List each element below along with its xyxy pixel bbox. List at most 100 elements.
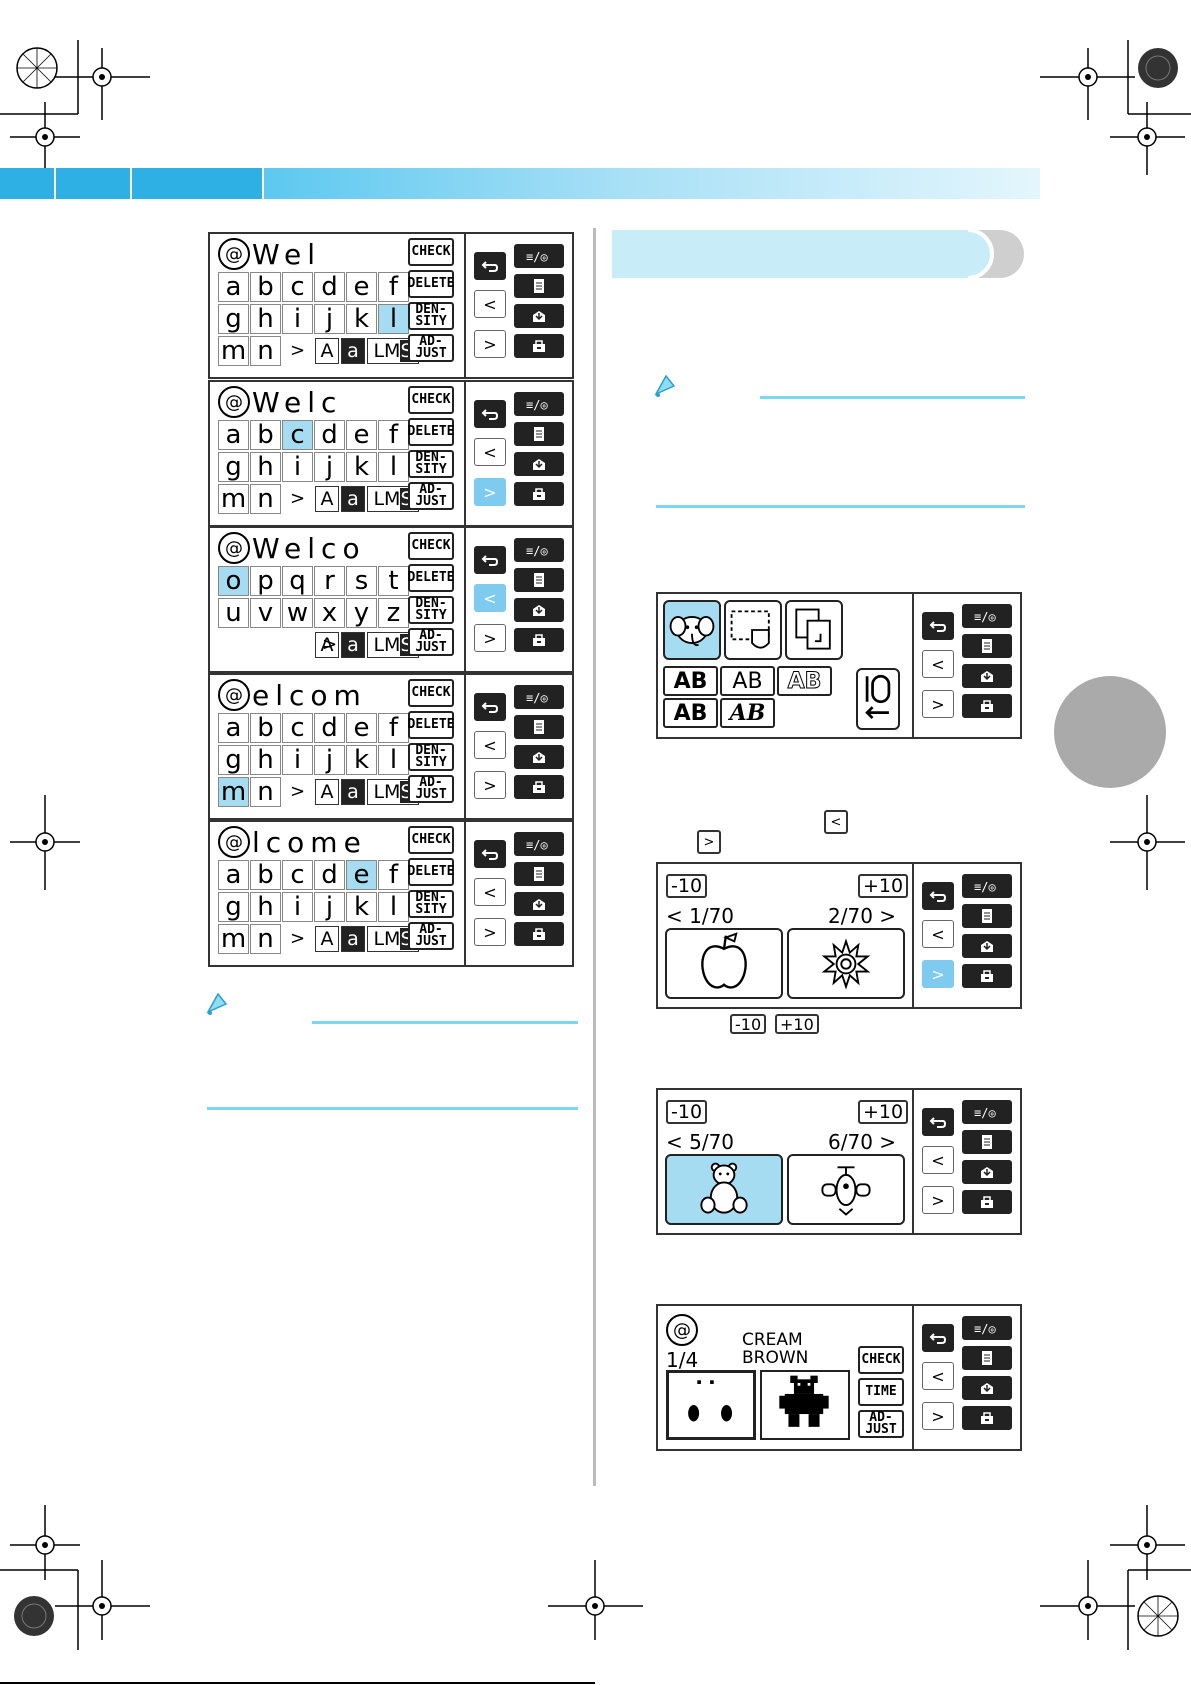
prev-page-button[interactable]: < <box>474 584 506 612</box>
embroidery-edit-button[interactable]: ≡/◎ <box>962 874 1012 898</box>
key[interactable]: a <box>218 860 249 890</box>
save-button[interactable] <box>514 892 564 916</box>
prev-page-button[interactable]: < <box>922 1362 954 1390</box>
key[interactable]: k <box>346 892 377 922</box>
memory-button[interactable] <box>962 1346 1012 1370</box>
pattern-sunflower-button[interactable] <box>787 928 905 999</box>
key[interactable]: h <box>250 745 281 775</box>
key[interactable]: a <box>218 713 249 743</box>
adjust-button[interactable]: AD- JUST <box>858 1410 904 1438</box>
delete-button[interactable]: DELETE <box>408 270 454 298</box>
key[interactable]: n <box>250 924 281 954</box>
mode-upper-button[interactable]: A <box>315 632 339 658</box>
adjust-button[interactable]: AD- JUST <box>408 775 454 803</box>
next-page-button[interactable]: > <box>922 1402 954 1430</box>
adjust-button[interactable]: AD- JUST <box>408 482 454 510</box>
plus-10-button[interactable]: +10 <box>858 1100 909 1124</box>
settings-button[interactable] <box>514 922 564 946</box>
next-page-button[interactable]: > <box>922 690 954 718</box>
delete-button[interactable]: DELETE <box>408 418 454 446</box>
font-option-2[interactable]: AB <box>720 666 775 696</box>
mode-lower-button[interactable]: a <box>341 486 365 512</box>
key[interactable]: a <box>218 272 249 302</box>
key[interactable]: e <box>346 860 377 890</box>
prev-page-button[interactable]: < <box>922 1146 954 1174</box>
adjust-button[interactable]: AD- JUST <box>408 334 454 362</box>
save-button[interactable] <box>514 452 564 476</box>
embroidery-edit-button[interactable]: ≡/◎ <box>514 685 564 709</box>
next-page-button[interactable]: > <box>474 478 506 506</box>
font-option-1[interactable]: AB <box>663 666 718 696</box>
next-page-button[interactable]: > <box>474 624 506 652</box>
key[interactable]: e <box>346 713 377 743</box>
key[interactable]: n <box>250 484 281 514</box>
more-keys-button[interactable]: > <box>314 630 345 660</box>
key[interactable]: t <box>378 566 409 596</box>
check-button[interactable]: CHECK <box>858 1346 904 1374</box>
key[interactable]: m <box>218 777 249 807</box>
density-button[interactable]: DEN- SITY <box>408 450 454 478</box>
key[interactable]: h <box>250 304 281 334</box>
back-button[interactable] <box>474 252 506 280</box>
key[interactable]: k <box>346 452 377 482</box>
memory-button[interactable] <box>514 862 564 886</box>
prev-page-button[interactable]: < <box>922 650 954 678</box>
check-button[interactable]: CHECK <box>408 826 454 854</box>
next-page-button[interactable]: > <box>474 771 506 799</box>
back-button[interactable] <box>474 400 506 428</box>
key[interactable]: b <box>250 420 281 450</box>
time-button[interactable]: TIME <box>858 1378 904 1406</box>
key[interactable]: d <box>314 713 345 743</box>
memory-button[interactable] <box>514 715 564 739</box>
key[interactable]: j <box>314 304 345 334</box>
settings-button[interactable] <box>514 334 564 358</box>
key[interactable]: j <box>314 892 345 922</box>
density-button[interactable]: DEN- SITY <box>408 302 454 330</box>
key[interactable]: l <box>378 304 409 334</box>
delete-button[interactable]: DELETE <box>408 711 454 739</box>
key[interactable]: c <box>282 420 313 450</box>
prev-page-button[interactable]: < <box>922 920 954 948</box>
pattern-airplane-button[interactable] <box>787 1154 905 1225</box>
prev-page-button[interactable]: < <box>474 731 506 759</box>
key[interactable]: e <box>346 272 377 302</box>
mode-lower-button[interactable]: a <box>341 926 365 952</box>
key[interactable]: b <box>250 860 281 890</box>
key[interactable]: m <box>218 484 249 514</box>
prev-page-button[interactable]: < <box>474 438 506 466</box>
mode-lower-button[interactable]: a <box>341 779 365 805</box>
save-button[interactable] <box>962 664 1012 688</box>
embroidery-edit-button[interactable]: ≡/◎ <box>514 832 564 856</box>
save-button[interactable] <box>962 1376 1012 1400</box>
save-button[interactable] <box>962 934 1012 958</box>
key[interactable]: w <box>282 598 313 628</box>
next-page-button[interactable]: > <box>474 918 506 946</box>
key[interactable]: k <box>346 304 377 334</box>
key[interactable]: i <box>282 452 313 482</box>
back-button[interactable] <box>922 882 954 910</box>
key[interactable]: c <box>282 713 313 743</box>
mode-upper-button[interactable]: A <box>315 486 339 512</box>
pattern-apple-button[interactable] <box>665 928 783 999</box>
mode-lower-button[interactable]: a <box>341 632 365 658</box>
frame-pattern-button[interactable] <box>724 600 782 660</box>
key[interactable]: i <box>282 892 313 922</box>
key[interactable]: d <box>314 272 345 302</box>
next-page-button[interactable]: > <box>474 330 506 358</box>
key[interactable]: h <box>250 892 281 922</box>
delete-button[interactable]: DELETE <box>408 858 454 886</box>
key[interactable]: i <box>282 745 313 775</box>
key[interactable]: o <box>218 566 249 596</box>
key[interactable]: b <box>250 713 281 743</box>
check-button[interactable]: CHECK <box>408 238 454 266</box>
key[interactable]: b <box>250 272 281 302</box>
back-button[interactable] <box>922 1324 954 1352</box>
key[interactable]: f <box>378 860 409 890</box>
back-button[interactable] <box>922 1108 954 1136</box>
density-button[interactable]: DEN- SITY <box>408 743 454 771</box>
settings-button[interactable] <box>962 964 1012 988</box>
key[interactable]: d <box>314 420 345 450</box>
more-keys-button[interactable]: > <box>282 777 313 807</box>
more-keys-button[interactable]: > <box>282 484 313 514</box>
